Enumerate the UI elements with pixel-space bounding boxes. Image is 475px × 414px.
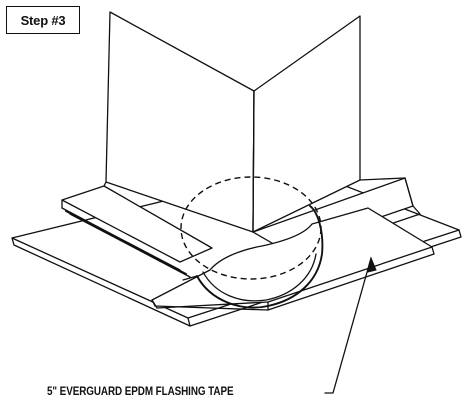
step-label-box: Step #3 bbox=[6, 6, 80, 34]
step-label: Step #3 bbox=[20, 12, 66, 28]
detail-circle-dashed bbox=[180, 176, 322, 280]
callout-label: 5" EVERGUARD EPDM FLASHING TAPE bbox=[47, 386, 234, 398]
left-base-strip bbox=[61, 185, 213, 278]
inside-corner-line bbox=[252, 90, 255, 233]
callout-leader bbox=[324, 256, 377, 394]
flashing-tape bbox=[151, 207, 435, 311]
